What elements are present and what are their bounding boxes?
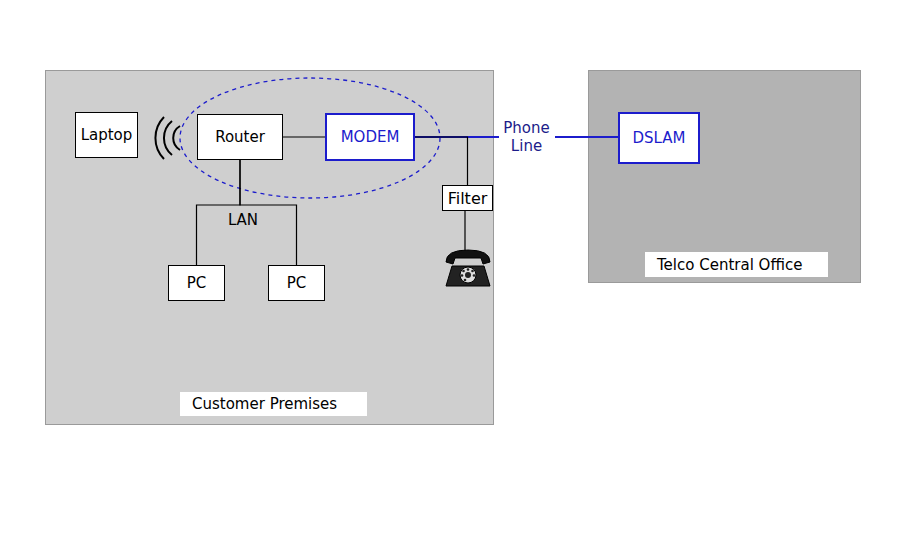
device-name: PC [287,274,307,292]
device-box: PC [268,265,325,301]
site-label: Customer Premises [180,392,367,416]
site-panel: Laptop Router MODEM FilterPC PC Customer Prem… [45,70,494,425]
device-name: DSLAM [633,129,686,147]
device-name: PC [187,274,207,292]
wireless-waves [155,117,180,159]
device-box: DSLAM [618,112,700,164]
device-name: Filter [448,189,488,208]
connector-line [415,137,468,185]
device-name: MODEM [341,128,400,146]
site-panel: DSLAM Telco Central Office [588,70,861,283]
device-box: Router [197,114,283,160]
site-label: Telco Central Office [645,252,828,277]
device-box: MODEM [325,113,415,161]
network-label: LAN [228,211,258,229]
device-box: Laptop [75,112,139,158]
telephone-icon [446,250,490,286]
device-box: PC [168,265,225,301]
phone-wire [464,211,465,252]
connector-line [283,136,325,137]
device-box: Filter [442,185,494,211]
dashed-ellipse [180,78,440,198]
edge-label: Phone Line [499,118,555,156]
device-name: Router [215,128,265,146]
device-name: Laptop [81,126,133,144]
